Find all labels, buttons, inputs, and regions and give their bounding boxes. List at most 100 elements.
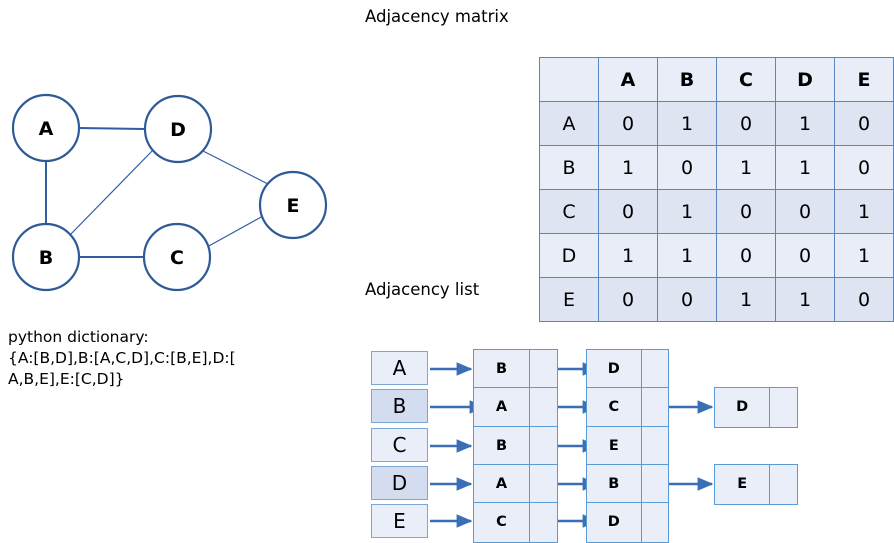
list-node-c-2[interactable]: E [586, 426, 669, 467]
graph-edge-b-d [68, 147, 156, 237]
list-node-value: D [715, 388, 771, 427]
list-node-pointer-cell [642, 350, 668, 389]
matrix-cell-b-e: 0 [834, 145, 894, 190]
list-head-b[interactable]: B [371, 389, 428, 423]
list-node-pointer-cell [530, 465, 557, 504]
matrix-cell-a-e: 0 [834, 101, 894, 146]
graph-node-label: A [39, 118, 54, 140]
list-node-pointer-cell [770, 388, 797, 427]
matrix-cell-e-c: 1 [716, 277, 776, 322]
graph-edge-a-d [78, 127, 146, 130]
list-node-a-1[interactable]: B [473, 349, 558, 390]
list-head-a[interactable]: A [371, 351, 428, 385]
graph-node-label: B [39, 247, 53, 269]
matrix-cell-c-e: 1 [834, 189, 894, 234]
graph-node-label: D [170, 119, 186, 141]
list-node-pointer-cell [530, 388, 557, 427]
adjacency-matrix-table: A B C D E A 0 1 0 1 0 B 1 0 1 1 0 [539, 57, 894, 322]
matrix-col-header-a: A [598, 57, 658, 102]
list-node-value: C [474, 503, 530, 542]
graph-node-e[interactable]: E [258, 170, 328, 240]
list-node-pointer-cell [530, 427, 557, 466]
list-node-d-2[interactable]: B [586, 464, 669, 505]
graph-node-b[interactable]: B [11, 222, 81, 292]
list-node-c-1[interactable]: B [473, 426, 558, 467]
list-head-c[interactable]: C [371, 428, 428, 462]
matrix-cell-a-c: 0 [716, 101, 776, 146]
graph-node-label: E [287, 195, 300, 217]
matrix-cell-c-c: 0 [716, 189, 776, 234]
list-node-value: D [587, 350, 642, 389]
table-row: A 0 1 0 1 0 [539, 101, 894, 146]
list-node-pointer-cell [530, 503, 557, 542]
list-node-value: C [587, 388, 642, 427]
matrix-cell-d-b: 1 [657, 233, 717, 278]
list-head-e[interactable]: E [371, 504, 428, 538]
matrix-cell-e-e: 0 [834, 277, 894, 322]
list-node-d-3[interactable]: E [714, 464, 798, 505]
graph-node-circle [142, 222, 212, 292]
matrix-cell-b-b: 0 [657, 145, 717, 190]
matrix-row-header-e: E [539, 277, 599, 322]
graph-node-circle [143, 94, 213, 164]
python-dictionary-block: python dictionary: {A:[B,D],B:[A,C,D],C:… [8, 327, 308, 390]
matrix-cell-d-e: 1 [834, 233, 894, 278]
list-node-pointer-cell [642, 427, 668, 466]
matrix-row-header-c: C [539, 189, 599, 234]
list-node-b-1[interactable]: A [473, 387, 558, 428]
matrix-cell-b-a: 1 [598, 145, 658, 190]
list-node-pointer-cell [642, 503, 668, 542]
list-node-value: D [587, 503, 642, 542]
graph-edge-c-e [206, 215, 264, 248]
graph-svg: A D E B C [11, 93, 328, 292]
matrix-cell-c-b: 1 [657, 189, 717, 234]
list-node-pointer-cell [642, 465, 668, 504]
list-node-value: A [474, 465, 530, 504]
matrix-cell-c-a: 0 [598, 189, 658, 234]
matrix-cell-a-d: 1 [774, 101, 836, 146]
graph-node-label: C [170, 247, 184, 269]
list-node-value: E [715, 465, 771, 504]
matrix-cell-d-d: 0 [774, 233, 836, 278]
list-node-a-2[interactable]: D [586, 349, 669, 390]
matrix-row-header-d: D [539, 233, 599, 278]
matrix-cell-e-d: 1 [774, 277, 836, 322]
adjacency-list-title: Adjacency list [365, 280, 480, 299]
list-head-d[interactable]: D [371, 466, 428, 500]
list-node-pointer-cell [770, 465, 797, 504]
matrix-row-header-b: B [539, 145, 599, 190]
matrix-cell-d-c: 0 [716, 233, 776, 278]
table-row: C 0 1 0 0 1 [539, 189, 894, 234]
list-node-value: B [474, 350, 530, 389]
matrix-col-header-d: D [774, 57, 836, 102]
list-node-value: B [587, 465, 642, 504]
adjacency-matrix-container: A B C D E A 0 1 0 1 0 B 1 0 1 1 0 [539, 57, 894, 322]
graph-node-circle [11, 93, 81, 163]
table-row: E 0 0 1 1 0 [539, 277, 894, 322]
table-header-row: A B C D E [539, 57, 894, 102]
python-dictionary-caption: python dictionary: [8, 328, 149, 346]
python-dictionary-line-1: {A:[B,D],B:[A,C,D],C:[B,E],D:[ [8, 349, 236, 367]
graph-diagram: A D E B C [0, 55, 355, 315]
graph-node-d[interactable]: D [143, 94, 213, 164]
list-node-e-1[interactable]: C [473, 502, 558, 543]
list-node-d-1[interactable]: A [473, 464, 558, 505]
matrix-cell-b-c: 1 [716, 145, 776, 190]
graph-node-c[interactable]: C [142, 222, 212, 292]
matrix-cell-b-d: 1 [774, 145, 836, 190]
matrix-cell-a-b: 1 [657, 101, 717, 146]
list-node-b-3[interactable]: D [714, 387, 798, 428]
matrix-cell-d-a: 1 [598, 233, 658, 278]
list-node-pointer-cell [642, 388, 668, 427]
graph-node-circle [11, 222, 81, 292]
graph-edge-d-e [202, 150, 271, 186]
matrix-col-header-e: E [834, 57, 894, 102]
list-node-value: A [474, 388, 530, 427]
list-node-b-2[interactable]: C [586, 387, 669, 428]
list-node-e-2[interactable]: D [586, 502, 669, 543]
graph-node-circle [258, 170, 328, 240]
list-node-value: E [587, 427, 642, 466]
graph-node-a[interactable]: A [11, 93, 81, 163]
matrix-cell-e-b: 0 [657, 277, 717, 322]
table-row: D 1 1 0 0 1 [539, 233, 894, 278]
